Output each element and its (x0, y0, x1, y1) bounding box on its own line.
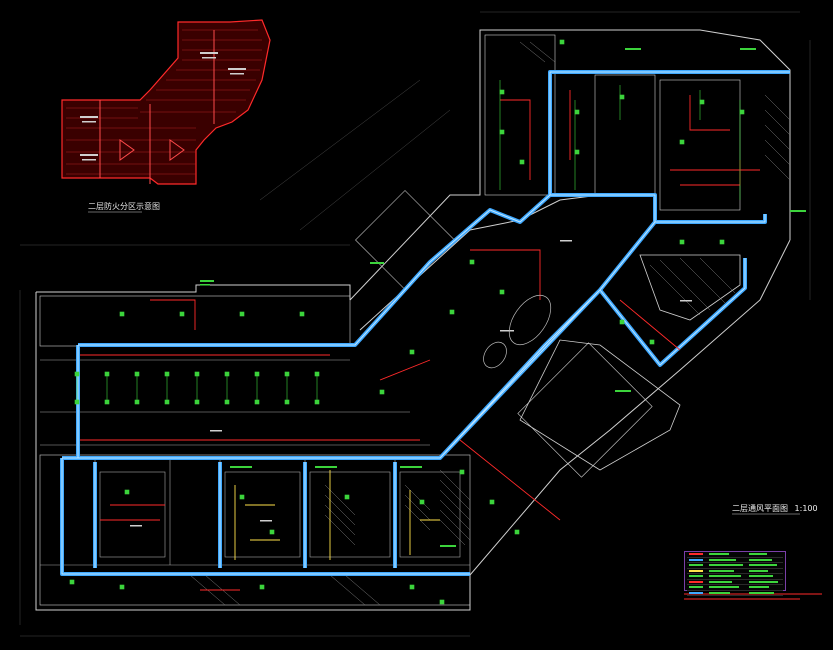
legend-swatch (689, 569, 703, 572)
legend-text (709, 553, 729, 555)
green-diffusers (69, 39, 745, 605)
legend-text (749, 553, 767, 555)
legend-text (709, 569, 734, 572)
legend-table (684, 551, 786, 596)
legend-text (749, 591, 774, 594)
legend-text (709, 564, 743, 566)
legend-swatch (689, 586, 703, 588)
fire-zone-inset (61, 19, 271, 185)
atrium-stair (483, 294, 552, 369)
grid-dimension-lines (19, 11, 811, 637)
legend-swatch (689, 580, 703, 583)
legend-text (749, 569, 768, 572)
legend-text (709, 586, 739, 588)
legend-row (687, 558, 783, 563)
legend-swatch (689, 575, 703, 577)
yellow-pipes (234, 470, 440, 560)
legend-text (709, 591, 730, 594)
main-title: 二层通风平面图 1:100 (732, 503, 818, 514)
legend-row (687, 591, 783, 596)
legend-swatch (689, 564, 703, 566)
legend-text (709, 575, 741, 577)
main-title-text: 二层通风平面图 (732, 504, 788, 513)
main-title-scale: 1:100 (794, 504, 818, 513)
legend-text (749, 580, 778, 583)
legend-text (749, 575, 773, 577)
legend-swatch (689, 591, 703, 594)
legend-row (687, 552, 783, 558)
hatched-areas (189, 41, 791, 606)
legend-swatch (689, 558, 703, 561)
inset-title: 二层防火分区示意图 (88, 202, 160, 211)
room-labels (130, 240, 692, 527)
legend-text (709, 558, 736, 561)
legend-row (687, 563, 783, 569)
legend-swatch (689, 553, 703, 555)
red-pipes (80, 90, 760, 591)
legend-row (687, 569, 783, 574)
fire-zone-inset-outline (61, 19, 271, 185)
title-underline (684, 593, 822, 600)
legend-text (709, 580, 732, 583)
device-tags (200, 48, 806, 547)
legend-text (749, 564, 777, 566)
building-walls (35, 29, 791, 611)
legend-row (687, 574, 783, 580)
legend-row (687, 580, 783, 585)
legend-text (749, 586, 769, 588)
legend-row (687, 585, 783, 591)
legend-text (749, 558, 772, 561)
